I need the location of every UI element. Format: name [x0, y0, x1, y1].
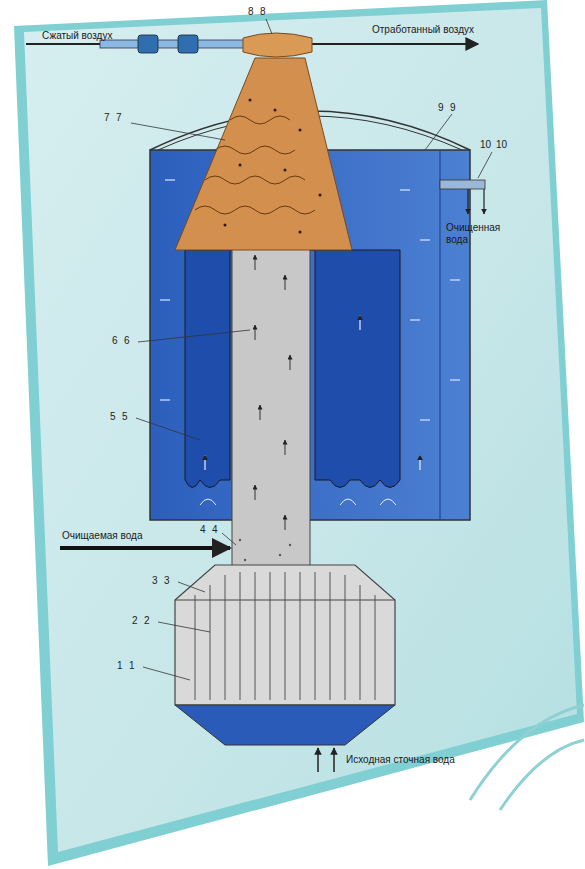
callout-number: 3: [152, 575, 158, 587]
flow-label: Отработанный воздух: [372, 24, 474, 36]
flow-label: Исходная сточная вода: [346, 754, 455, 766]
cone-dots: [224, 99, 322, 234]
tank-wall: [440, 150, 441, 520]
filter-box: [175, 565, 395, 705]
central-column: [232, 215, 310, 590]
outlet-pipe: [440, 180, 485, 189]
callout-number: 5: [122, 411, 128, 423]
outlet-arrow: [467, 189, 468, 214]
air-distributor: [243, 33, 312, 57]
callout-number: 4: [200, 524, 206, 536]
outlet-arrow: [483, 189, 484, 214]
wave-decoration: [470, 705, 584, 810]
filter-tubes: [195, 572, 375, 700]
leader-line: [131, 19, 492, 680]
valve: [138, 35, 158, 53]
aeration-cone: [175, 58, 352, 250]
valve: [178, 35, 198, 53]
filter-box: [175, 600, 395, 601]
callout-number: 10: [496, 139, 507, 151]
callout-number: 6: [112, 335, 118, 347]
column-arrows: [255, 255, 290, 530]
plaque-face: [24, 8, 577, 852]
callout-number: 6: [124, 335, 130, 347]
bottom-funnel: [175, 705, 395, 745]
callout-number: 7: [104, 112, 110, 124]
flow-label: Очищенная вода: [446, 222, 506, 245]
callout-number: 9: [438, 102, 444, 114]
air-pipe: [100, 40, 250, 48]
callout-number: 2: [132, 615, 138, 627]
callout-number: 8: [260, 6, 266, 18]
callout-number: 9: [450, 102, 456, 114]
callout-number: 7: [116, 112, 122, 124]
feed-pipe: [317, 748, 319, 772]
feed-pipe: [333, 748, 335, 772]
callout-number: 1: [129, 660, 135, 672]
flow-label: Очищаемая вода: [62, 530, 143, 542]
callout-number: 4: [212, 524, 218, 536]
cone-bubbles: [195, 116, 315, 214]
callout-number: 5: [110, 411, 116, 423]
callout-number: 8: [248, 6, 254, 18]
callout-number: 2: [144, 615, 150, 627]
flow-label: Сжатый воздух: [42, 30, 112, 42]
callout-number: 10: [480, 139, 491, 151]
callout-number: 3: [164, 575, 170, 587]
plaque-edge: [14, 0, 584, 866]
callout-number: 1: [117, 660, 123, 672]
inlet-pipe: [60, 546, 230, 550]
